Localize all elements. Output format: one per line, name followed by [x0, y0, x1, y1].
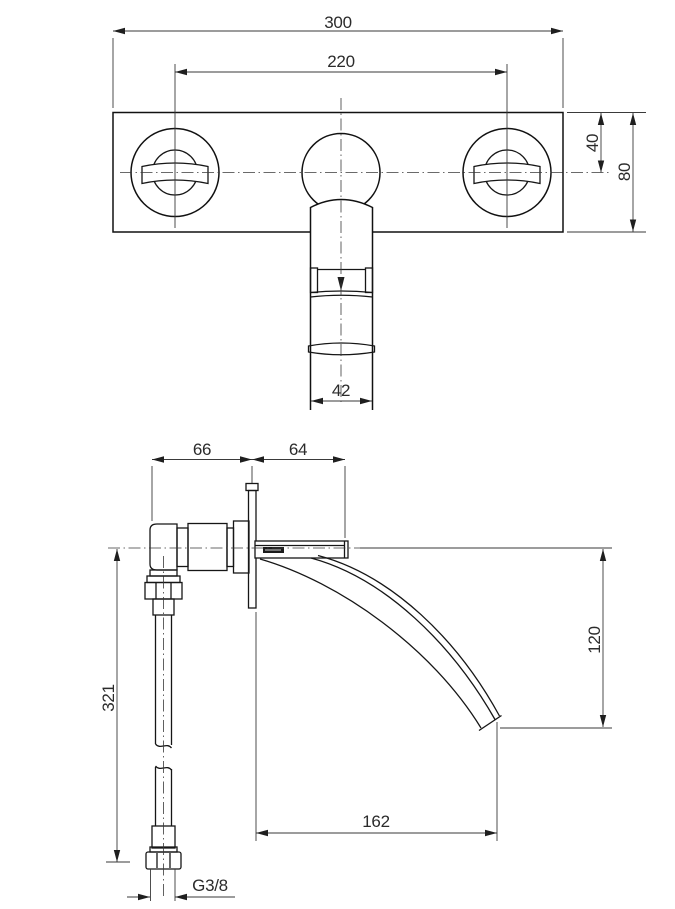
- dim-spout-projection: 64: [252, 440, 346, 538]
- dim-center-from-top: 40: [567, 112, 646, 173]
- dim-label-g38: G3/8: [192, 876, 228, 895]
- dim-label-64: 64: [289, 440, 307, 459]
- dim-label-300: 300: [324, 13, 351, 32]
- dim-connection-thread: G3/8: [127, 869, 235, 901]
- dim-plate-height: 80: [567, 113, 646, 233]
- spout-curve-outer: [259, 558, 482, 729]
- valve-body: [144, 520, 250, 616]
- side-view: 66 64 120 321: [99, 440, 612, 901]
- spout-tip-face: [478, 714, 502, 732]
- spout-outlet-lip-lower: [310, 294, 373, 298]
- front-view: 300 220 40 80: [112, 13, 646, 410]
- valve-wall-piece: [232, 520, 250, 574]
- valve-main-body: [187, 522, 228, 572]
- spout-body: [309, 198, 374, 410]
- dim-label-321: 321: [99, 684, 118, 711]
- valve-hex-nut-facets: [155, 582, 172, 599]
- dim-label-42: 42: [332, 381, 350, 400]
- flange-top-tab: [245, 482, 259, 492]
- spout-side: [254, 540, 502, 732]
- dim-label-66: 66: [193, 440, 211, 459]
- spout-end-ring: [307, 342, 376, 356]
- dim-spout-width: 42: [311, 381, 372, 405]
- hose-end-nut-facets: [156, 853, 171, 868]
- dim-spout-drop: 120: [360, 547, 612, 729]
- spout-curve-inner-1: [310, 557, 496, 720]
- dim-label-120: 120: [585, 626, 604, 653]
- dim-label-220: 220: [327, 52, 354, 71]
- dim-reach-to-outlet: 162: [255, 612, 498, 841]
- dim-label-40: 40: [583, 134, 602, 152]
- dim-handle-spacing: 220: [175, 52, 507, 76]
- hose-upper-segment: [154, 615, 173, 745]
- dim-label-162: 162: [362, 812, 389, 831]
- dim-overall-width: 300: [112, 13, 564, 108]
- valve-collar-1: [176, 527, 189, 568]
- dim-behind-wall-depth: 66: [151, 440, 253, 521]
- dim-label-80: 80: [615, 163, 634, 181]
- valve-collar-2: [226, 527, 235, 568]
- spout-curve-inner-2: [317, 554, 501, 717]
- dim-hose-length: 321: [99, 549, 130, 863]
- hose-lower-segment: [154, 767, 173, 826]
